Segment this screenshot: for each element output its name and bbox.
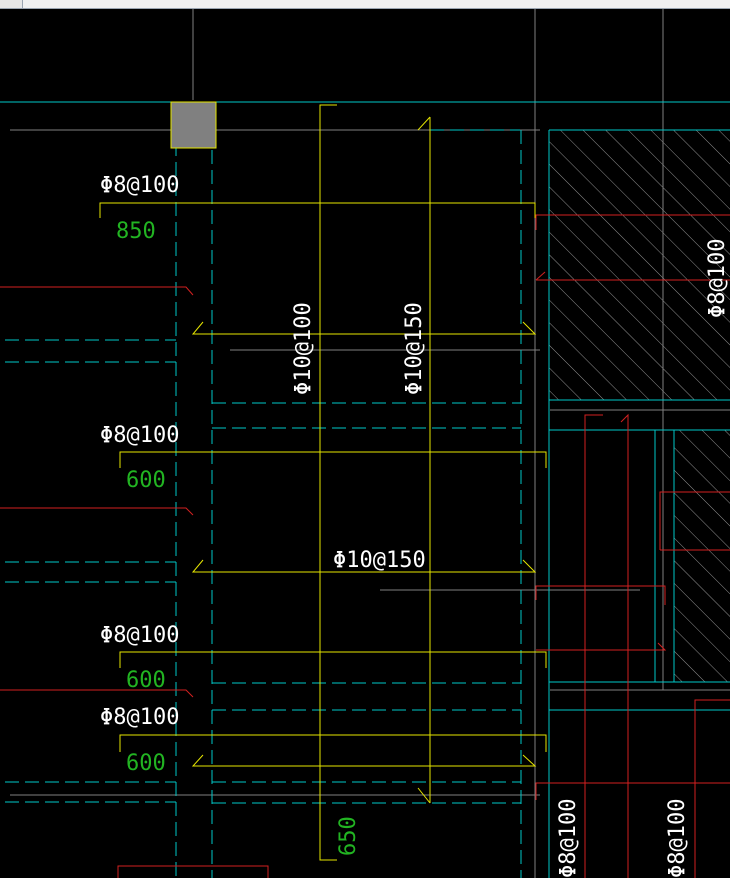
red-rebar-lines [0, 214, 730, 878]
dimension-600-a[interactable]: 600 [126, 468, 166, 493]
yellow-rebar-lines [99, 104, 547, 861]
hatched-section-top [549, 130, 730, 400]
rebar-label-horizontal-mid[interactable]: Φ10@150 [333, 548, 426, 573]
window-top-bar [0, 0, 730, 9]
cyan-outline [0, 101, 730, 878]
dimension-600-b[interactable]: 600 [126, 668, 166, 693]
hatched-section-right [674, 430, 730, 682]
dimension-850[interactable]: 850 [116, 219, 156, 244]
rebar-labels: Φ8@100 Φ8@100 Φ8@100 Φ8@100 Φ10@150 Φ10@… [100, 173, 730, 878]
rebar-label-stirrup-4[interactable]: Φ8@100 [100, 705, 179, 730]
dimension-labels: 850 600 600 600 650 [116, 219, 361, 856]
rebar-label-right-top[interactable]: Φ8@100 [705, 239, 730, 318]
rebar-label-stirrup-2[interactable]: Φ8@100 [100, 423, 179, 448]
dimension-600-c[interactable]: 600 [126, 751, 166, 776]
rebar-label-bottom-1[interactable]: Φ8@100 [556, 799, 581, 878]
rebar-label-vertical-a[interactable]: Φ10@100 [291, 302, 316, 395]
selection-grip-icon[interactable] [170, 101, 217, 149]
rebar-label-vertical-b[interactable]: Φ10@150 [402, 302, 427, 395]
rebar-drawing[interactable]: Φ8@100 Φ8@100 Φ8@100 Φ8@100 Φ10@150 Φ10@… [0, 9, 730, 878]
top-bar-tab[interactable] [0, 0, 23, 8]
dimension-650[interactable]: 650 [336, 816, 361, 856]
rebar-label-bottom-2[interactable]: Φ8@100 [665, 799, 690, 878]
rebar-label-stirrup-3[interactable]: Φ8@100 [100, 623, 179, 648]
rebar-label-stirrup-top[interactable]: Φ8@100 [100, 173, 179, 198]
